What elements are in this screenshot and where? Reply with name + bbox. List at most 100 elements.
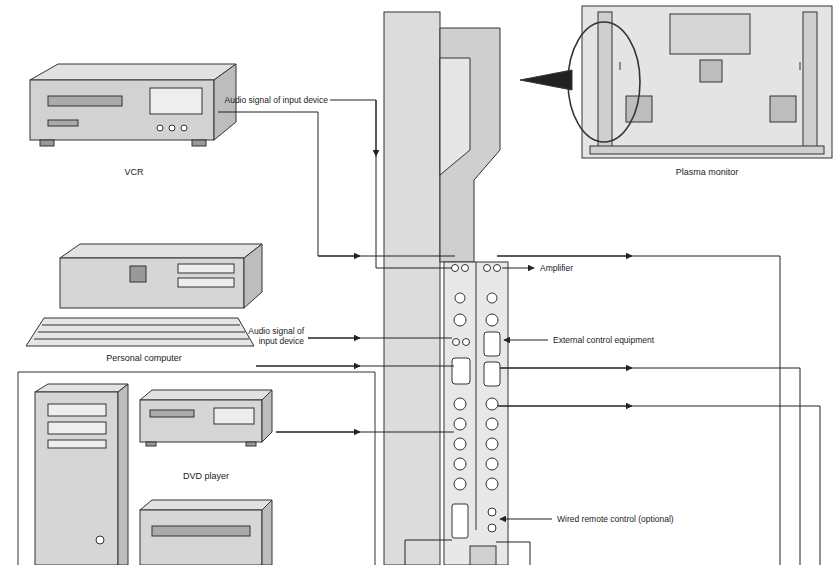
- signal-line: [502, 268, 534, 269]
- device-computer: Personal computer: [22, 240, 266, 364]
- vcr-illustration: [150, 88, 202, 114]
- terminal-jacks: [454, 314, 466, 326]
- signal-line: [405, 540, 452, 565]
- device-label: DVD player: [183, 471, 229, 482]
- vcr-illustration: [30, 64, 236, 80]
- monitor-rear-view: [520, 6, 832, 158]
- terminal-jacks: [488, 524, 496, 532]
- monitor-inset: Plasma monitor: [578, 4, 836, 178]
- terminal-jacks: [486, 458, 498, 470]
- terminal-jacks: [484, 332, 500, 356]
- terminal-jacks: [484, 362, 500, 386]
- remote-label: Wired remote control (optional): [557, 514, 717, 524]
- terminal-jacks: [454, 438, 466, 450]
- tower-illustration: [35, 384, 128, 392]
- monitor-side-view: [384, 12, 440, 565]
- terminal-jacks: [453, 339, 460, 346]
- signal-line: [500, 519, 552, 520]
- device-label: Plasma monitor: [676, 167, 739, 178]
- monitor-rear-view: [568, 22, 640, 142]
- monitor-rear-view: [770, 96, 796, 122]
- terminal-jacks: [454, 418, 466, 430]
- player-illustration: [140, 510, 262, 565]
- terminal-jacks: [486, 438, 498, 450]
- pc-illustration: [34, 339, 249, 340]
- monitor-side-view: [440, 58, 470, 175]
- signal-line: [318, 256, 360, 257]
- signal-line: [376, 100, 377, 156]
- signal-line: [256, 366, 360, 367]
- dvd-player-illustration: [146, 442, 156, 446]
- terminal-jacks: [486, 398, 498, 410]
- terminal-jacks: [455, 293, 465, 303]
- terminal-jacks: [488, 508, 496, 516]
- vcr-illustration: [30, 80, 214, 140]
- pc-illustration: [244, 244, 262, 308]
- signal-line: [497, 256, 780, 565]
- pc-illustration: [60, 244, 262, 258]
- tower-illustration: [48, 404, 106, 416]
- player-illustration: [262, 500, 272, 565]
- terminal-jacks: [486, 314, 498, 326]
- output-label: Amplifier: [540, 263, 620, 273]
- terminal-jacks: [463, 339, 470, 346]
- vcr-illustration: [48, 96, 122, 106]
- terminal-jacks: [486, 478, 498, 490]
- signal-line: [308, 338, 452, 339]
- signal-line: [497, 256, 632, 257]
- signal-line: [500, 368, 632, 369]
- terminal-jacks: [484, 265, 491, 272]
- signal-line: [496, 542, 530, 565]
- monitor-rear-view: [800, 62, 801, 70]
- signal-line: [308, 338, 360, 339]
- signal-label: Audio signal of input device: [204, 95, 328, 105]
- device-group-bracket: [18, 372, 375, 565]
- pc-illustration: [26, 244, 262, 346]
- tower-illustration: [48, 440, 106, 448]
- terminal-jacks: [452, 265, 459, 272]
- dvd-player-illustration: [140, 400, 262, 442]
- signal-line: [330, 100, 452, 268]
- vcr-illustration: [40, 140, 54, 146]
- device-group-bracket: [18, 372, 375, 565]
- monitor-rear-view: [520, 70, 572, 90]
- pc-illustration: [38, 332, 245, 333]
- terminal-jacks: [454, 398, 466, 410]
- monitor-rear-view: [803, 12, 817, 152]
- device-vcr: VCR: [28, 60, 240, 178]
- terminal-jacks: [486, 418, 498, 430]
- vcr-illustration: [48, 120, 78, 126]
- terminal-jacks: [487, 293, 497, 303]
- signal-line: [256, 366, 454, 367]
- monitor-side-view: [384, 12, 508, 565]
- tower-illustration: [118, 384, 128, 565]
- monitor-rear-view: [700, 60, 722, 82]
- pc-illustration: [178, 264, 234, 273]
- monitor-side-view: [476, 262, 477, 530]
- player-illustration: [140, 500, 272, 510]
- player-illustration: [140, 500, 272, 565]
- pc-illustration: [178, 278, 234, 287]
- player-illustration: [152, 526, 250, 536]
- monitor-rear-view: [590, 146, 824, 154]
- terminal-jacks: [494, 265, 501, 272]
- monitor-rear-view: [598, 12, 612, 152]
- device-label: VCR: [124, 167, 143, 178]
- signal-line: [498, 406, 632, 407]
- tower-illustration: [48, 422, 106, 434]
- pc-illustration: [60, 258, 244, 308]
- device-dvd: DVD player: [136, 386, 276, 482]
- monitor-rear-view: [670, 14, 750, 54]
- terminal-jacks: [454, 458, 466, 470]
- dvd-player-illustration: [262, 390, 272, 442]
- monitor-side-view: [440, 28, 500, 262]
- pc-illustration: [26, 318, 254, 346]
- vcr-illustration: [30, 64, 236, 146]
- monitor-rear-view: [620, 62, 621, 70]
- terminal-jacks: [452, 358, 470, 384]
- signal-line: [276, 432, 360, 433]
- dvd-player-illustration: [150, 410, 194, 417]
- signal-line: [500, 368, 800, 565]
- pc-illustration: [130, 266, 146, 282]
- device-label: Personal computer: [106, 353, 182, 364]
